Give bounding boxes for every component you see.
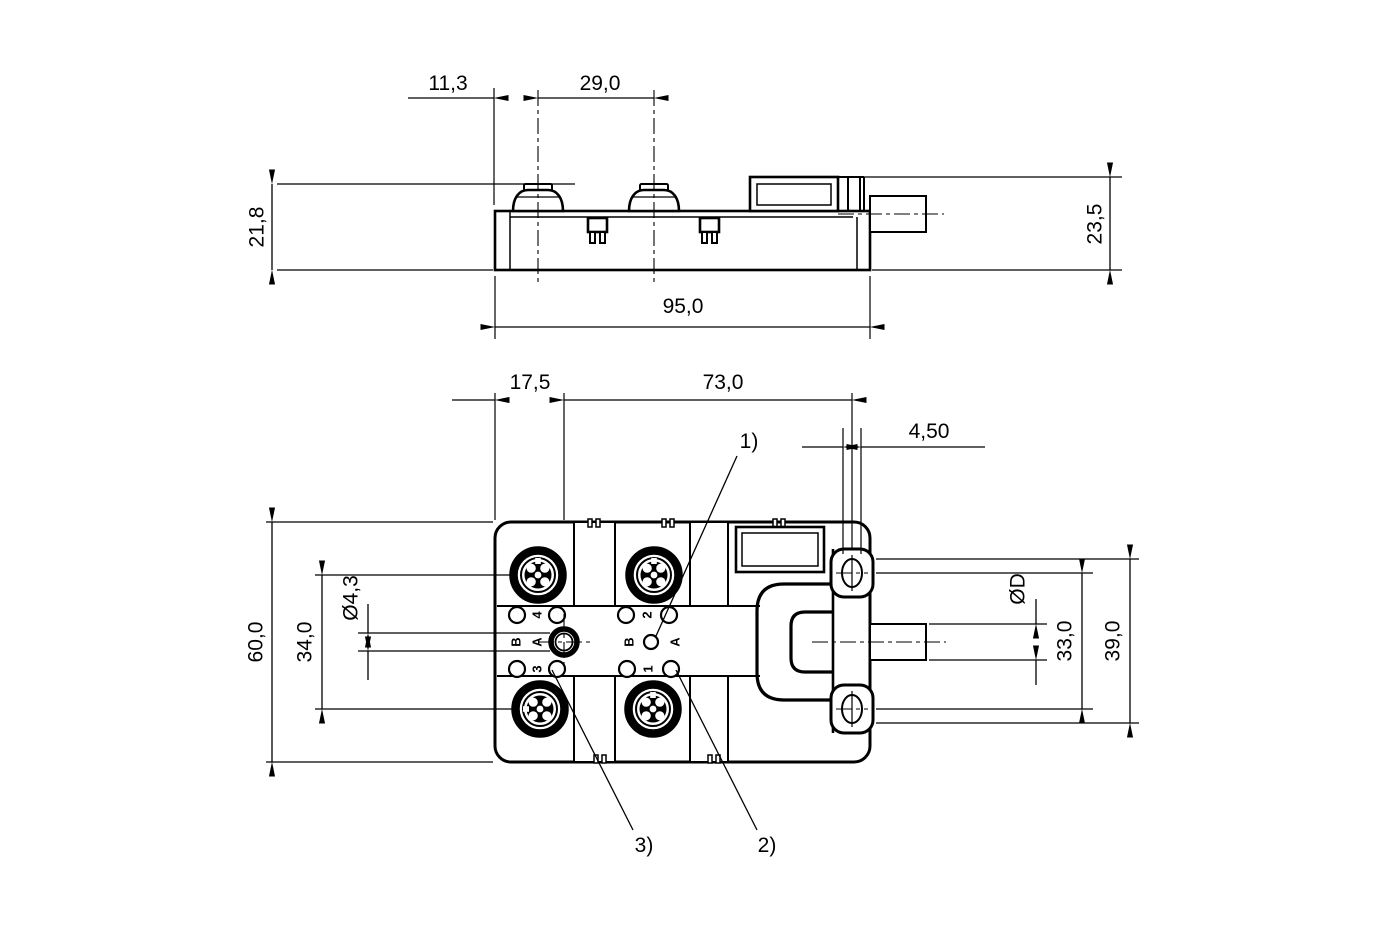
dim-label-73-0: 73,0 bbox=[703, 371, 744, 394]
slot-bottom-2 bbox=[689, 675, 729, 763]
side-view-dimensions: 11,3 29,0 21,8 23,5 95,0 bbox=[246, 72, 1122, 339]
mounting-hole bbox=[538, 614, 590, 670]
led-port2-a bbox=[616, 605, 636, 625]
dim-label-21-8: 21,8 bbox=[246, 207, 269, 248]
bottom-view: 4 2 B A B A 3 1 bbox=[493, 518, 946, 764]
connector-dome bbox=[511, 188, 565, 213]
side-body bbox=[493, 209, 872, 272]
channel-label-a-right: A bbox=[668, 637, 683, 647]
callout-1: 1) bbox=[655, 430, 759, 637]
port-labels: 4 2 B A B A 3 1 bbox=[509, 611, 683, 673]
dim-label-95-0: 95,0 bbox=[663, 295, 704, 318]
dim-label-11-3: 11,3 bbox=[428, 72, 467, 95]
callout-label-2: 2) bbox=[758, 834, 777, 857]
dim-label-39-0: 39,0 bbox=[1102, 621, 1125, 662]
led-port3-b bbox=[547, 659, 567, 679]
port-label-1: 1 bbox=[641, 665, 656, 672]
dim-label-29-0: 29,0 bbox=[580, 72, 621, 95]
keyway-notch bbox=[535, 558, 541, 564]
callout-label-3: 3) bbox=[635, 834, 654, 857]
port-label-2: 2 bbox=[640, 611, 655, 618]
side-clip-2 bbox=[698, 216, 721, 244]
led-port4-b bbox=[547, 605, 567, 625]
channel-label-b-left: B bbox=[509, 637, 524, 646]
keyway-notch bbox=[523, 706, 529, 712]
led-port4-a bbox=[507, 605, 527, 625]
callout-3: 3) bbox=[551, 669, 654, 857]
mounting-tab-bottom bbox=[829, 683, 875, 735]
m12-connector-port-2 bbox=[625, 546, 683, 604]
dim-label-33-0: 33,0 bbox=[1054, 621, 1077, 662]
connector-dome bbox=[627, 188, 681, 213]
side-clip-1 bbox=[586, 216, 609, 244]
channel-label-a-left: A bbox=[530, 637, 545, 647]
dim-label-cable-diameter: ØD bbox=[1007, 573, 1030, 605]
edge-ticks bbox=[587, 518, 786, 764]
callout-2: 2) bbox=[675, 669, 777, 857]
keyway-notch bbox=[650, 692, 656, 698]
led-center bbox=[642, 633, 660, 651]
port-label-3: 3 bbox=[530, 665, 545, 672]
led-port1-a bbox=[617, 659, 637, 679]
dim-label-23-5: 23,5 bbox=[1084, 204, 1107, 245]
m12-connector-port-1 bbox=[624, 680, 682, 738]
dim-label-34-0: 34,0 bbox=[294, 622, 317, 663]
dim-label-4-50: 4,50 bbox=[909, 420, 950, 443]
led-port3-a bbox=[507, 659, 527, 679]
mounting-tab-top bbox=[829, 547, 875, 599]
side-view bbox=[493, 90, 944, 284]
keyway-notch bbox=[651, 558, 657, 564]
bottom-view-dimensions: 17,5 73,0 4,50 60,0 34,0 Ø4,3 ØD 33,0 bbox=[245, 371, 1139, 857]
dim-label-4-3: Ø4,3 bbox=[340, 575, 363, 621]
slot-top-2 bbox=[689, 521, 729, 607]
m12-connector-port-4 bbox=[509, 546, 567, 604]
callout-label-1: 1) bbox=[740, 430, 759, 453]
label-recess bbox=[734, 525, 826, 574]
dim-label-60-0: 60,0 bbox=[245, 622, 268, 663]
dim-label-17-5: 17,5 bbox=[510, 371, 551, 394]
side-cover-block bbox=[748, 175, 865, 213]
slot-top-1 bbox=[573, 521, 616, 607]
channel-label-b-right: B bbox=[622, 637, 637, 646]
port-label-4: 4 bbox=[530, 611, 545, 619]
slot-bottom-1 bbox=[573, 675, 616, 763]
led-port1-b bbox=[661, 659, 681, 679]
m12-connector-port-3 bbox=[511, 680, 569, 738]
